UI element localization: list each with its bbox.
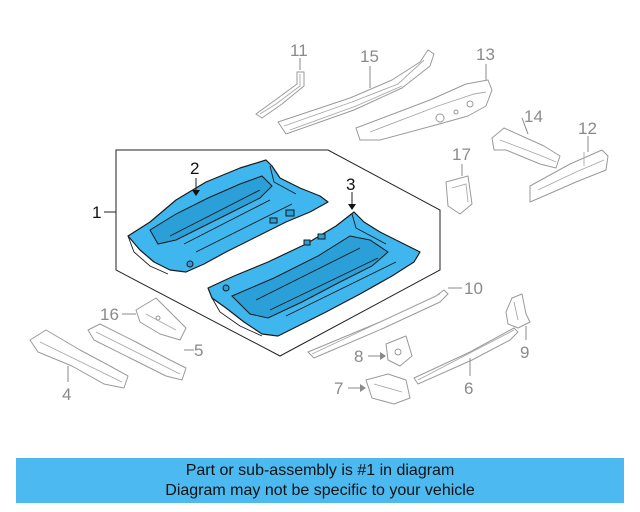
part-3-rear-floor-pan[interactable]: [207, 211, 421, 337]
part-16-bracket[interactable]: [135, 297, 187, 341]
part-12-bracket[interactable]: [529, 149, 609, 203]
callout-10[interactable]: 10: [464, 279, 483, 298]
part-13-rear-rail[interactable]: [355, 79, 493, 141]
callout-6[interactable]: 6: [464, 379, 473, 398]
part-8-plate[interactable]: [385, 335, 413, 367]
arrow-7: [360, 384, 366, 392]
part-10-rail[interactable]: [307, 289, 449, 359]
callout-4[interactable]: 4: [62, 385, 71, 404]
callout-9[interactable]: 9: [520, 343, 529, 362]
callout-8[interactable]: 8: [354, 347, 363, 366]
part-14-crossmember[interactable]: [491, 127, 561, 169]
assembly-1-outline: [115, 149, 441, 357]
callout-13[interactable]: 13: [476, 45, 495, 64]
part-5-crossmember[interactable]: [87, 323, 187, 381]
callout-17[interactable]: 17: [452, 145, 471, 164]
callout-11[interactable]: 11: [290, 41, 308, 60]
part-11-bracket[interactable]: [255, 71, 305, 119]
callout-7[interactable]: 7: [334, 379, 343, 398]
arrow-2: [192, 190, 200, 196]
callout-15[interactable]: 15: [360, 47, 379, 66]
callout-1[interactable]: 1: [92, 203, 101, 222]
arrow-3: [348, 204, 356, 210]
part-9-bracket[interactable]: [505, 293, 531, 329]
arrow-8: [380, 352, 386, 360]
banner-line-1: Part or sub-assembly is #1 in diagram: [185, 461, 455, 479]
part-15-rail[interactable]: [277, 49, 435, 135]
info-banner: Part or sub-assembly is #1 in diagram Di…: [16, 458, 624, 503]
part-7-bracket[interactable]: [365, 373, 411, 405]
callout-14[interactable]: 14: [524, 107, 543, 126]
part-4-crossmember[interactable]: [29, 329, 129, 389]
part-6-rail[interactable]: [413, 327, 519, 385]
callout-3[interactable]: 3: [346, 175, 355, 194]
callout-2[interactable]: 2: [190, 159, 199, 178]
callout-12[interactable]: 12: [578, 119, 597, 138]
banner-line-2: Diagram may not be specific to your vehi…: [165, 481, 475, 499]
callout-16[interactable]: 16: [100, 305, 119, 324]
part-17-bracket[interactable]: [445, 175, 473, 215]
part-2-front-floor-pan[interactable]: [127, 159, 329, 275]
leader-14: [521, 117, 529, 135]
callout-5[interactable]: 5: [194, 341, 203, 360]
